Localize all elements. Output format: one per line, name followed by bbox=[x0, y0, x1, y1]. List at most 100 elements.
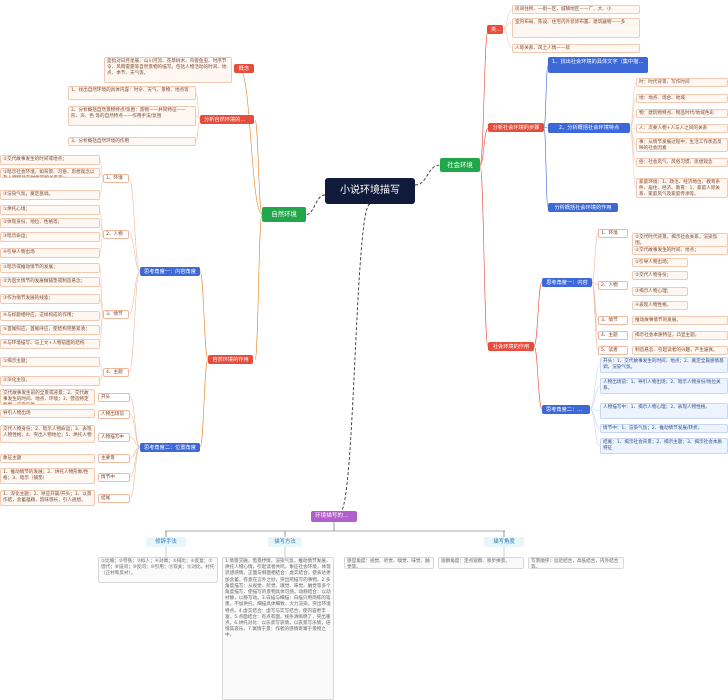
social-inner-group-5[interactable]: 5、读者 bbox=[598, 346, 628, 355]
social-step-2-item-2: 地：地点、场合、地域 bbox=[636, 94, 728, 103]
social-inner-group-4[interactable]: 4、主题 bbox=[598, 331, 628, 340]
social-type-1: 房间住所、一街一区、城镇地区——广、大、小 bbox=[512, 5, 640, 14]
link-social-step-1 bbox=[543, 64, 549, 128]
method-angle-item-3: 写景顺序：远近结合，高低结合，内外结合等。 bbox=[528, 557, 624, 569]
link-social-role bbox=[479, 164, 489, 348]
natural-inner-item-1-2: ②暗示社会环境，如背景、习俗、思想观念以及人物所处的时代风貌关系等； bbox=[0, 168, 100, 178]
natural-concept-text: 是指对日月星辰、山川河流、花草树木、鸟兽鱼虫、时序节令、风雨雷霆等自然景物的描写… bbox=[104, 57, 232, 83]
link-social-pos bbox=[533, 345, 543, 410]
method-col-1-label[interactable]: 修辞手法 bbox=[146, 537, 186, 547]
natural-pos-group-2[interactable]: 人物出场前 bbox=[98, 410, 130, 419]
natural-inner-item-2-2: ②体现身份、地位、性格等； bbox=[0, 218, 100, 228]
social-pos-label[interactable]: 思考角度二：位置 bbox=[542, 405, 590, 414]
natural-inner-item-4-1: ①揭示主题； bbox=[0, 357, 100, 367]
link-natural-inner-item-3-1 bbox=[99, 267, 104, 315]
social-inner-item-2-4: ④表现人物性格。 bbox=[632, 301, 688, 310]
natural-pos-item-2-1: 导引人物出场 bbox=[0, 409, 95, 418]
link-central-method bbox=[339, 203, 371, 513]
link-natural-inner-3 bbox=[128, 270, 141, 315]
link-natural-inner-4 bbox=[128, 270, 141, 373]
natural-pos-group-3[interactable]: 人物描写中 bbox=[98, 433, 130, 442]
method-node[interactable]: 环境描写的手法 bbox=[311, 511, 357, 522]
natural-pos-item-4-1: 象征主题 bbox=[0, 454, 95, 463]
natural-inner-item-1-3: ③渲染气氛，奠定基调。 bbox=[0, 190, 100, 200]
natural-role-label[interactable]: 自然环境的作用 bbox=[208, 355, 253, 364]
social-step-2[interactable]: 2、分析概括社会环境特点 bbox=[548, 123, 630, 133]
social-step-2-item-7: 家庭环境：1、政治、经济地位、教育条件、居住、经济、教育：1、家庭人际关系、家庭… bbox=[636, 178, 728, 198]
social-steps-label[interactable]: 分析社会环境的步骤 bbox=[488, 123, 544, 132]
social-step-3[interactable]: 分析概括社会环境的作用 bbox=[548, 203, 618, 212]
social-env-node[interactable]: 社会环境 bbox=[440, 158, 480, 172]
natural-step-3: 3、分析概括自然环境的作用 bbox=[68, 137, 196, 146]
link-natural-pos-3 bbox=[129, 436, 141, 448]
link-natural-steps bbox=[254, 119, 263, 215]
social-inner-item-2-1: ①引导人物出场； bbox=[632, 258, 688, 267]
social-inner-label[interactable]: 思考角度一：内容 bbox=[542, 278, 592, 287]
social-step-2-item-6: 俗：社会风气、风俗习惯、思想观念 bbox=[636, 158, 728, 167]
natural-steps-label[interactable]: 分析自然环境的步骤 bbox=[200, 115, 254, 124]
natural-inner-item-1-1: ①交代故事发生的时间或地点； bbox=[0, 155, 100, 165]
link-natural-inner-2 bbox=[128, 233, 141, 272]
link-natural-inner bbox=[199, 270, 209, 360]
link-natural-pos-5 bbox=[129, 446, 141, 478]
natural-inner-label[interactable]: 思考角度一：内容角度 bbox=[140, 267, 200, 276]
natural-inner-item-3-6: ⑥与环境描写、与上文+人物前面的结构 bbox=[0, 339, 100, 349]
link-social-types bbox=[479, 29, 489, 166]
social-pos-item-1: 开头：1、交代故事发生的时间、地点；2、奠定全篇感情基调，渲染气氛。 bbox=[600, 357, 728, 373]
central-node[interactable]: 小说环境描写 bbox=[325, 178, 415, 204]
link-natural-pos bbox=[199, 358, 209, 448]
natural-pos-item-1-1: 交代故事发生前的全景或背景；2、交代故事发生的时间、地点、环境；3、营造特定氛围… bbox=[0, 389, 95, 405]
natural-env-node[interactable]: 自然环境 bbox=[262, 207, 306, 222]
natural-pos-group-4[interactable]: 主要景 bbox=[98, 454, 130, 463]
link-natural-pos-6 bbox=[129, 446, 141, 499]
natural-inner-item-2-4: ④引导人物出场 bbox=[0, 248, 100, 258]
link-natural-inner-1 bbox=[128, 177, 141, 272]
social-inner-item-1-2: ②交代时代背景，揭示社会关系，渲染氛围。 bbox=[632, 233, 728, 247]
social-inner-item-2-3: ③揭示人物心理； bbox=[632, 287, 688, 296]
natural-step-2: 2、分析概括自然景物特点/氛围：景物——并同特征——形、声、色 等的自然特点——… bbox=[68, 106, 196, 126]
natural-pos-group-6[interactable]: 结尾 bbox=[98, 494, 130, 503]
method-col-2-label[interactable]: 描写方法 bbox=[268, 537, 302, 547]
link-social-inner-1 bbox=[591, 232, 599, 283]
link-social-pos-2 bbox=[589, 385, 601, 410]
natural-inner-group-1[interactable]: 1、环境 bbox=[103, 174, 129, 183]
link-social-pos-5 bbox=[589, 408, 601, 447]
natural-inner-item-2-1: ①烘托心境； bbox=[0, 205, 100, 215]
method-col-3-label[interactable]: 描写角度 bbox=[484, 537, 524, 547]
link-natural-role bbox=[254, 213, 263, 361]
social-inner-group-2[interactable]: 2、人物 bbox=[598, 281, 628, 290]
social-types-label[interactable]: 类型 bbox=[487, 25, 503, 34]
link-natural-inner-item-3-2 bbox=[99, 281, 104, 315]
link-natural-pos-1 bbox=[129, 396, 141, 448]
link-social-steps bbox=[479, 127, 489, 166]
social-inner-group-1[interactable]: 1、环境 bbox=[598, 229, 628, 238]
link-social-inner-4 bbox=[591, 281, 599, 336]
social-step-2-item-4: 人：次要人物+人与人之间的关系 bbox=[636, 124, 728, 133]
natural-inner-group-3[interactable]: 3、情节 bbox=[103, 310, 129, 319]
link-natural-inner-item-3-6 bbox=[99, 313, 104, 345]
social-inner-item-5-1: 制造悬念、引起读者的兴趣，产生逼真。 bbox=[632, 346, 728, 355]
social-step-2-item-1: 时：时代背景、写作时间 bbox=[636, 78, 728, 87]
social-pos-item-5: 结尾：1、揭示社会背景；2、揭示主题；3、揭示社会本质特征 bbox=[600, 438, 728, 454]
link-social-inner bbox=[533, 281, 543, 347]
natural-concept-label[interactable]: 概念 bbox=[234, 64, 254, 73]
social-inner-group-3[interactable]: 3、情节 bbox=[598, 316, 628, 325]
method-angle-item-2: 观察角度：定点观察、移步换景。 bbox=[438, 557, 524, 569]
natural-inner-item-3-5: ⑤首尾照应，首尾呼应，使结构完整紧凑； bbox=[0, 325, 100, 335]
natural-inner-item-4-2: ②深化主旨。 bbox=[0, 376, 100, 386]
natural-pos-group-1[interactable]: 开头 bbox=[98, 393, 130, 402]
natural-inner-item-2-3: ③暗示命运； bbox=[0, 232, 100, 242]
natural-inner-item-3-4: ④与标题相呼应，这样构成的作用； bbox=[0, 311, 100, 321]
social-step-1[interactable]: 1、找出社会环境的具体文字（集中描写，分散描写，人与人的关系等） bbox=[548, 57, 648, 73]
natural-pos-label[interactable]: 思考角度二：位置角度 bbox=[140, 443, 200, 452]
method-describe-text: 1.情景交融、借景抒情，渲染气氛，推动情节发展，烘托人物心情，引起读者共鸣，象征… bbox=[222, 557, 334, 700]
social-role-label[interactable]: 社会环境的作用 bbox=[488, 342, 534, 351]
natural-inner-item-3-2: ②为后文情节的发展做铺垫或制造悬念； bbox=[0, 277, 100, 287]
link-social-pos-3 bbox=[589, 408, 601, 412]
social-pos-item-4: 情节中：1、渲染气氛；2、推动情节发展/转折。 bbox=[600, 424, 728, 433]
natural-inner-group-2[interactable]: 2、人物 bbox=[103, 230, 129, 239]
natural-inner-group-4[interactable]: 4、主题 bbox=[103, 368, 129, 377]
natural-pos-item-3-1: 交代人物身份；2、暗示人物命运；3、表现人物性格；4、突出人物地位；5、烘托人物 bbox=[0, 425, 95, 443]
natural-pos-group-5[interactable]: 情节中 bbox=[98, 473, 130, 482]
